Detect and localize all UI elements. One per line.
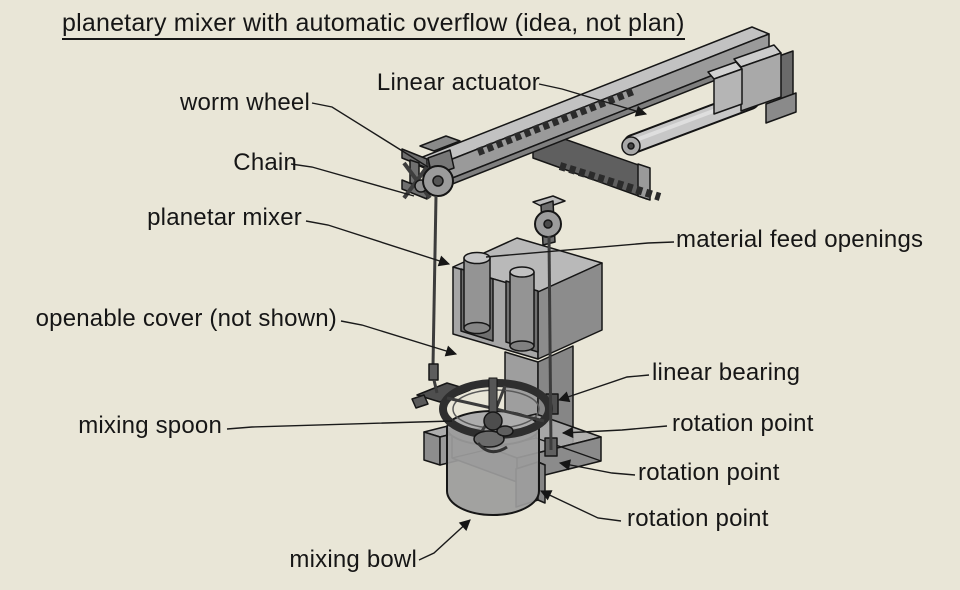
leader-lines xyxy=(226,83,675,561)
leader-mixing-bowl xyxy=(418,519,471,561)
label-openable-cover: openable cover (not shown) xyxy=(35,305,337,332)
label-mixing-spoon: mixing spoon xyxy=(78,412,222,439)
leader-rotation-point-2 xyxy=(558,459,636,476)
idler-pulley xyxy=(532,195,566,246)
page-title: planetary mixer with automatic overflow … xyxy=(62,10,685,41)
leader-rotation-point-3 xyxy=(539,490,622,522)
label-linear-actuator: Linear actuator xyxy=(376,69,540,96)
spoon-gears xyxy=(473,377,558,457)
label-rotation-point-1: rotation point xyxy=(672,410,814,437)
label-worm-wheel: worm wheel xyxy=(179,89,310,116)
feed-opening-cylinder-right xyxy=(509,266,535,352)
leader-linear-actuator xyxy=(538,83,648,117)
label-planetar-mixer: planetar mixer xyxy=(147,204,302,231)
linear-actuator-drawing xyxy=(621,44,797,156)
hoist-cable-left xyxy=(428,195,439,394)
mixer-head xyxy=(452,237,603,360)
leader-mixing-spoon xyxy=(226,420,453,430)
leader-material-feed-openings xyxy=(485,241,675,258)
leader-planetar-mixer xyxy=(305,220,451,267)
label-rotation-point-3: rotation point xyxy=(627,505,769,532)
leader-chain xyxy=(290,163,415,197)
label-mixing-bowl: mixing bowl xyxy=(289,546,417,573)
label-rotation-point-2: rotation point xyxy=(638,459,780,486)
leader-worm-wheel xyxy=(311,102,429,168)
mixing-ring xyxy=(411,379,553,439)
leader-openable-cover xyxy=(340,320,458,357)
label-linear-bearing: linear bearing xyxy=(652,359,801,386)
hoist-cable-right xyxy=(547,235,553,451)
leader-rotation-point-1 xyxy=(561,425,668,439)
drive-chain-lower xyxy=(558,162,662,201)
worm-wheel-pulley xyxy=(402,135,461,200)
label-material-feed-openings: material feed openings xyxy=(676,226,924,253)
drive-chain-upper xyxy=(476,86,638,156)
overhead-beam xyxy=(401,26,770,200)
feed-opening-cylinder-left xyxy=(463,251,491,335)
leader-linear-bearing xyxy=(557,374,650,403)
label-chain: Chain xyxy=(233,149,297,176)
